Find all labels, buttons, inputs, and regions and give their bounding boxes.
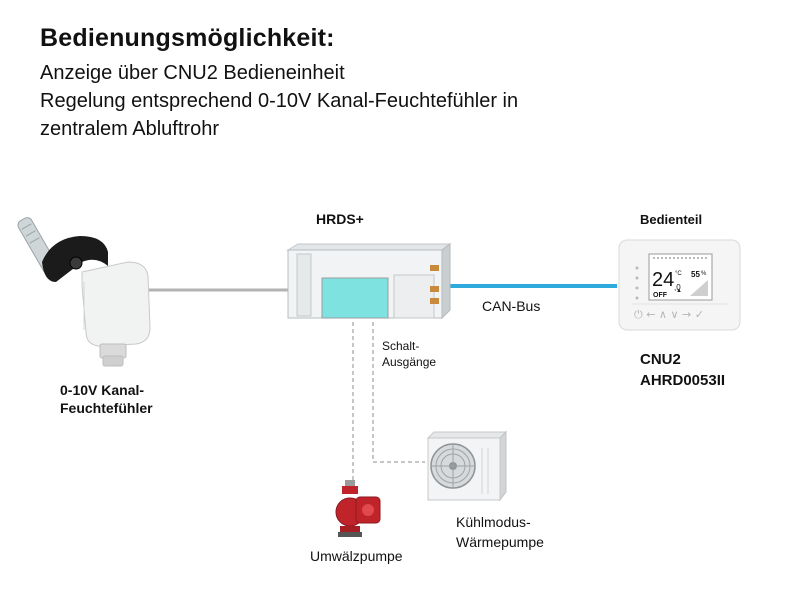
sensor-label-line-1: 0-10V Kanal- — [60, 382, 145, 398]
heat-pump-icon — [426, 430, 508, 502]
svg-text:▲: ▲ — [676, 288, 682, 294]
display-temperature-unit: °C — [675, 271, 682, 277]
description-line-1: Anzeige über CNU2 Bedieneinheit — [40, 62, 345, 84]
panel-name-line-1: CNU2 — [640, 351, 681, 368]
hrds-unit-icon — [286, 243, 452, 320]
outputs-label-line-2: Ausgänge — [382, 355, 437, 369]
control-panel-icon: ▲ ⏻ ← ∧ ∨ → ✓ — [618, 239, 741, 331]
panel-name-line-2: AHRD0053II — [640, 372, 726, 389]
heatpump-label-line-2: Wärmepumpe — [456, 534, 544, 550]
outputs-label-line-1: Schalt- — [382, 339, 420, 353]
can-bus-label: CAN-Bus — [482, 298, 541, 314]
unit-title: HRDS+ — [316, 211, 364, 227]
panel-title: Bedienteil — [640, 212, 703, 227]
humidity-sensor-icon — [17, 217, 151, 367]
svg-text:⏻ ← ∧ ∨ → ✓: ⏻ ← ∧ ∨ → ✓ — [634, 308, 704, 321]
sensor-label-line-2: Feuchtefühler — [60, 400, 153, 416]
display-temperature-decimal: ,0 — [674, 283, 681, 292]
heatpump-connection-line — [372, 322, 425, 463]
pump-label: Umwälzpumpe — [310, 548, 403, 564]
page-title: Bedienungsmöglichkeit: — [40, 24, 335, 52]
display-status: OFF — [653, 292, 668, 299]
circulation-pump-icon — [335, 480, 381, 537]
heatpump-label-line-1: Kühlmodus- — [456, 514, 531, 530]
display-humidity: 55 — [691, 270, 700, 279]
display-humidity-unit: % — [701, 271, 707, 277]
display-temperature: 24 — [652, 269, 674, 291]
description-line-2: Regelung entsprechend 0-10V Kanal-Feucht… — [40, 90, 519, 112]
description-line-3: zentralem Abluftrohr — [40, 118, 219, 140]
